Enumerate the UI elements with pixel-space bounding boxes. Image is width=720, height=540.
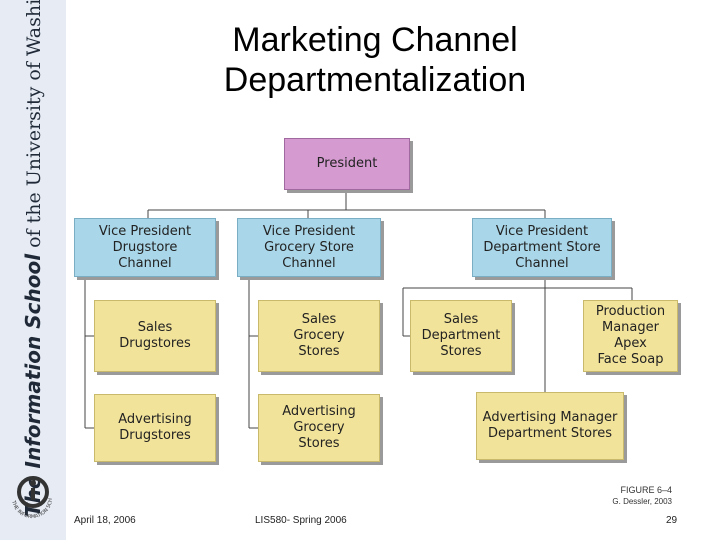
footer-course: LIS580- Spring 2006 bbox=[255, 515, 347, 526]
sales-drugstores-box: Sales Drugstores bbox=[94, 300, 216, 372]
president-box: President bbox=[284, 138, 410, 190]
advertising-department-box: Advertising Manager Department Stores bbox=[476, 392, 624, 460]
production-manager-box: Production Manager Apex Face Soap bbox=[583, 300, 678, 372]
page-number: 29 bbox=[666, 515, 678, 526]
information-school-logo: THE INFORMATION SCHOOL bbox=[2, 468, 54, 520]
source-caption: G. Dessler, 2003 bbox=[612, 497, 672, 506]
vp-grocery-box: Vice President Grocery Store Channel bbox=[237, 218, 381, 277]
vp-drugstore-box: Vice President Drugstore Channel bbox=[74, 218, 216, 277]
advertising-grocery-box: Advertising Grocery Stores bbox=[258, 394, 380, 462]
figure-caption: FIGURE 6–4 bbox=[620, 485, 672, 495]
sales-grocery-box: Sales Grocery Stores bbox=[258, 300, 380, 372]
slide-title: Marketing Channel Departmentalization bbox=[140, 20, 610, 100]
sidebar-branding: The Information School of the University… bbox=[0, 0, 66, 540]
footer-date: April 18, 2006 bbox=[74, 515, 136, 526]
advertising-drugstores-box: Advertising Drugstores bbox=[94, 394, 216, 462]
title-line-2: Departmentalization bbox=[223, 61, 527, 99]
sales-department-box: Sales Department Stores bbox=[410, 300, 512, 372]
vp-department-box: Vice President Department Store Channel bbox=[472, 218, 612, 277]
title-line-1: Marketing Channel bbox=[232, 21, 518, 59]
